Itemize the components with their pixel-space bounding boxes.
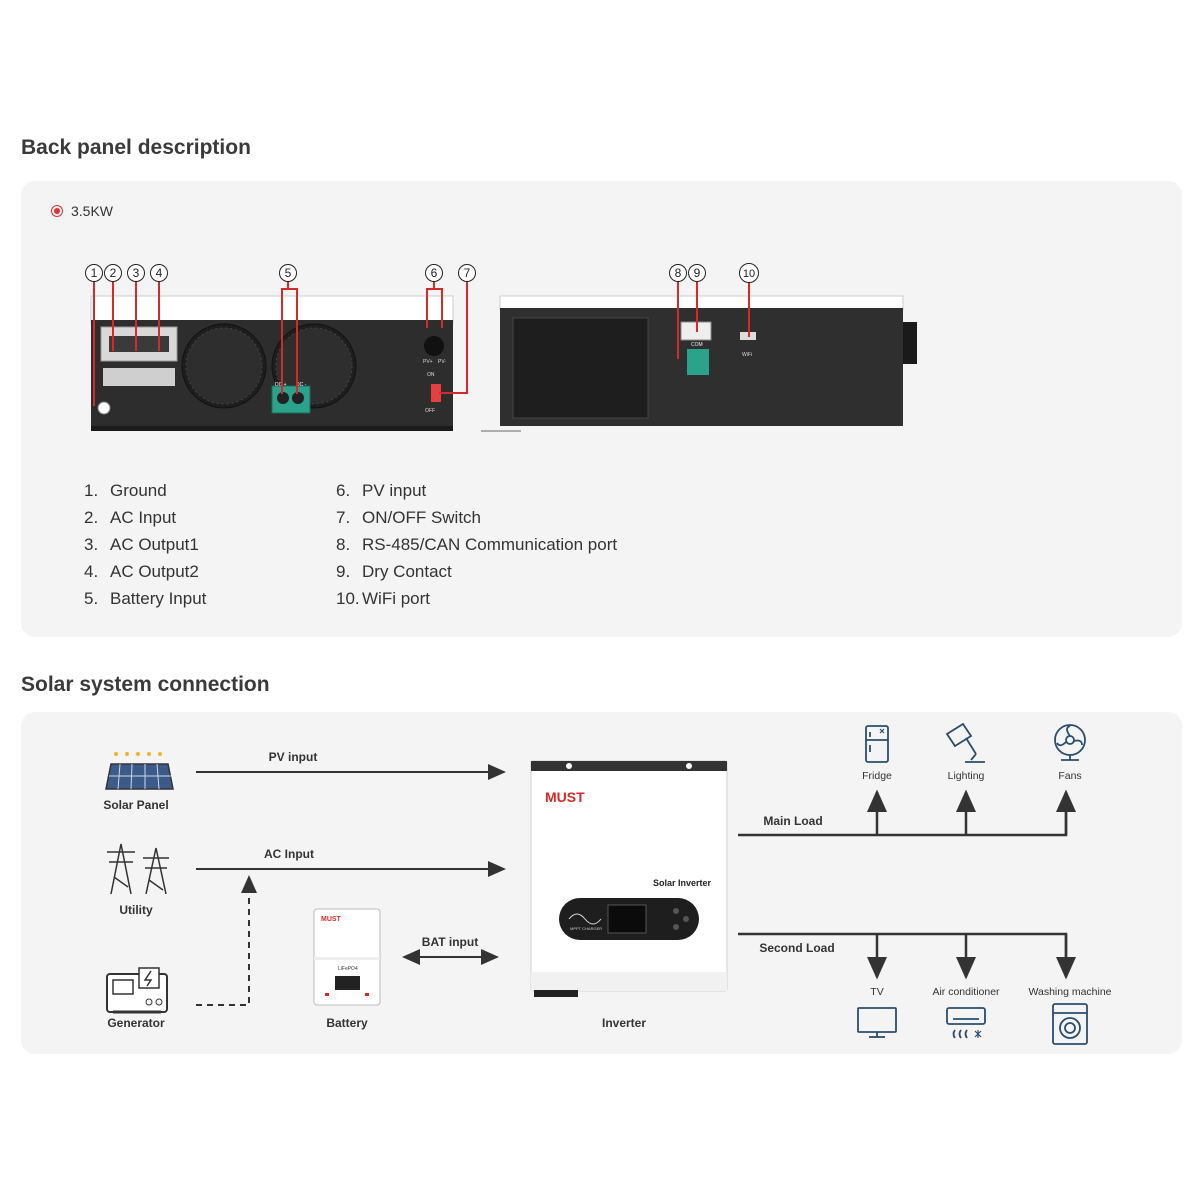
side-unit-drawing: [481, 295, 917, 432]
legend-item: 5.Battery Input: [84, 589, 207, 608]
callout-3: 3: [133, 266, 140, 280]
off-label: OFF: [425, 408, 435, 414]
connection-diagram: MUST LiFePO4 MUST Solar Inverter MPPT CH…: [105, 722, 1088, 1045]
callout-6: 6: [431, 266, 438, 280]
inverter-drawing: MUST Solar Inverter MPPT CHARGER: [530, 760, 728, 997]
callout-numbers: 1 2 3 4 5 6 7 8 9 10: [85, 263, 759, 283]
callout-lines: [93, 281, 750, 406]
battery-label: Battery: [326, 1016, 368, 1030]
dc-plus-label: DC +: [275, 382, 287, 388]
air-conditioner-icon: [946, 1007, 986, 1039]
wifi-port-label: WiFi: [742, 352, 752, 358]
fridge-label: Fridge: [862, 770, 892, 782]
battery-type: LiFePO4: [338, 966, 358, 972]
second-load-lines: [738, 932, 1076, 980]
callout-8: 8: [675, 266, 682, 280]
lighting-label: Lighting: [947, 770, 985, 782]
legend-item: 10.WiFi port: [336, 589, 430, 608]
washing-machine-label: Washing machine: [1028, 986, 1112, 998]
tv-label: TV: [870, 986, 884, 998]
tv-icon: [857, 1007, 897, 1038]
callout-9: 9: [694, 266, 701, 280]
utility-tower-icon: [107, 843, 169, 895]
pv-input-label: PV input: [268, 750, 318, 764]
legend-item: 3.AC Output1: [84, 535, 199, 554]
back-panel-drawing: DC + DC - PV+ PV- ON OFF COM WiFi: [90, 281, 917, 432]
generator-icon: [106, 967, 168, 1014]
back-panel-title: Back panel description: [21, 136, 251, 159]
com-label: COM: [691, 342, 703, 348]
solar-panel-icon: [105, 752, 174, 790]
generator-label: Generator: [107, 1016, 165, 1030]
legend-item: 9.Dry Contact: [336, 562, 452, 581]
legend-column-right: 6.PV input 7.ON/OFF Switch 8.RS-485/CAN …: [336, 477, 617, 612]
fan-icon: [1054, 724, 1086, 761]
bat-input-label: BAT input: [421, 935, 479, 949]
callout-7: 7: [464, 266, 471, 280]
back-panel-card: 3.5KW DC + DC: [21, 181, 1182, 637]
inverter-brand: MUST: [545, 789, 585, 805]
callout-4: 4: [156, 266, 163, 280]
second-load-label: Second Load: [759, 941, 835, 955]
battery-brand: MUST: [321, 916, 342, 923]
radio-selected-icon[interactable]: [51, 205, 63, 217]
solar-panel-label: Solar Panel: [103, 798, 169, 812]
legend-item: 8.RS-485/CAN Communication port: [336, 535, 618, 554]
connection-title: Solar system connection: [21, 673, 270, 696]
generator-dashed-line: [196, 875, 257, 1006]
variant-label: 3.5KW: [71, 203, 114, 219]
legend-item: 6.PV input: [336, 481, 427, 500]
connection-card: MUST LiFePO4 MUST Solar Inverter MPPT CH…: [21, 712, 1182, 1054]
inverter-model: Solar Inverter: [653, 878, 712, 888]
inverter-label: Inverter: [601, 1016, 647, 1030]
utility-label: Utility: [119, 903, 153, 917]
legend-item: 2.AC Input: [84, 508, 177, 527]
pv-minus-label: PV-: [438, 359, 446, 365]
washing-machine-icon: [1052, 1003, 1088, 1045]
fridge-icon: [865, 725, 889, 763]
lamp-icon: [945, 722, 985, 763]
callout-5: 5: [285, 266, 292, 280]
callout-1: 1: [91, 266, 98, 280]
legend-column-left: 1.Ground 2.AC Input 3.AC Output1 4.AC Ou…: [84, 477, 206, 612]
rear-unit-drawing: [90, 295, 454, 431]
dc-minus-label: DC -: [296, 382, 307, 388]
callout-10: 10: [743, 268, 755, 280]
fans-label: Fans: [1058, 770, 1082, 782]
main-load-label: Main Load: [763, 814, 823, 828]
legend-item: 4.AC Output2: [84, 562, 199, 581]
variant-selector[interactable]: 3.5KW: [51, 203, 113, 219]
callout-2: 2: [110, 266, 117, 280]
battery-drawing: MUST LiFePO4: [313, 908, 381, 1006]
on-label: ON: [427, 372, 435, 378]
air-conditioner-label: Air conditioner: [932, 986, 1000, 998]
main-load-lines: [738, 789, 1076, 837]
legend-item: 1.Ground: [84, 481, 167, 500]
pv-plus-label: PV+: [423, 359, 433, 365]
inverter-display-label: MPPT CHARGER: [570, 926, 602, 931]
legend-item: 7.ON/OFF Switch: [336, 508, 482, 527]
ac-input-label: AC Input: [264, 847, 314, 861]
